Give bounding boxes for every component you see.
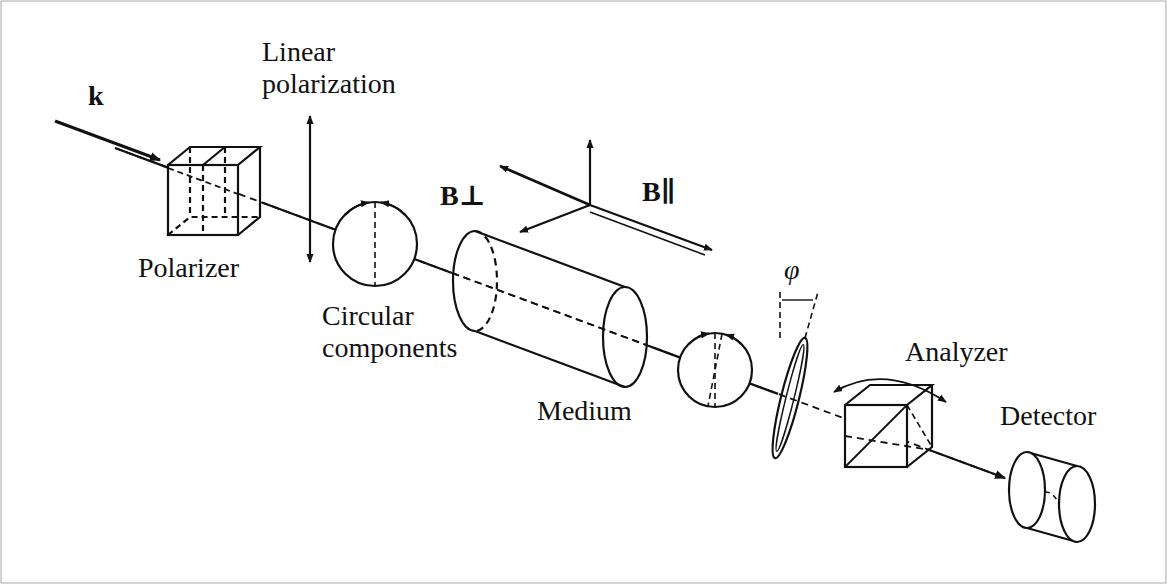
part-label: Polarizer	[138, 252, 239, 284]
part-label: Circular components	[322, 300, 497, 364]
angle-label: φ	[784, 254, 800, 286]
part-label: Detector	[1000, 400, 1096, 432]
medium-cylinder	[452, 231, 650, 387]
rotated-polarization	[766, 292, 818, 460]
part-label: Medium	[537, 395, 632, 427]
part-label: Analyzer	[905, 336, 1008, 368]
beam	[115, 148, 1005, 478]
analyzer-cube	[834, 379, 946, 467]
wave-vector-label: k	[88, 80, 104, 112]
field-label: B∥	[642, 176, 676, 208]
polarization-arrow	[309, 116, 311, 262]
detector	[1009, 452, 1095, 542]
field-axes	[500, 140, 712, 255]
field-label: B⊥	[440, 180, 486, 212]
circular-components	[333, 202, 417, 286]
polarizer-cube	[168, 147, 260, 235]
polarization-label: Linear polarization	[262, 36, 452, 100]
k-vector	[55, 121, 160, 160]
rotated-circular-components	[678, 333, 752, 407]
